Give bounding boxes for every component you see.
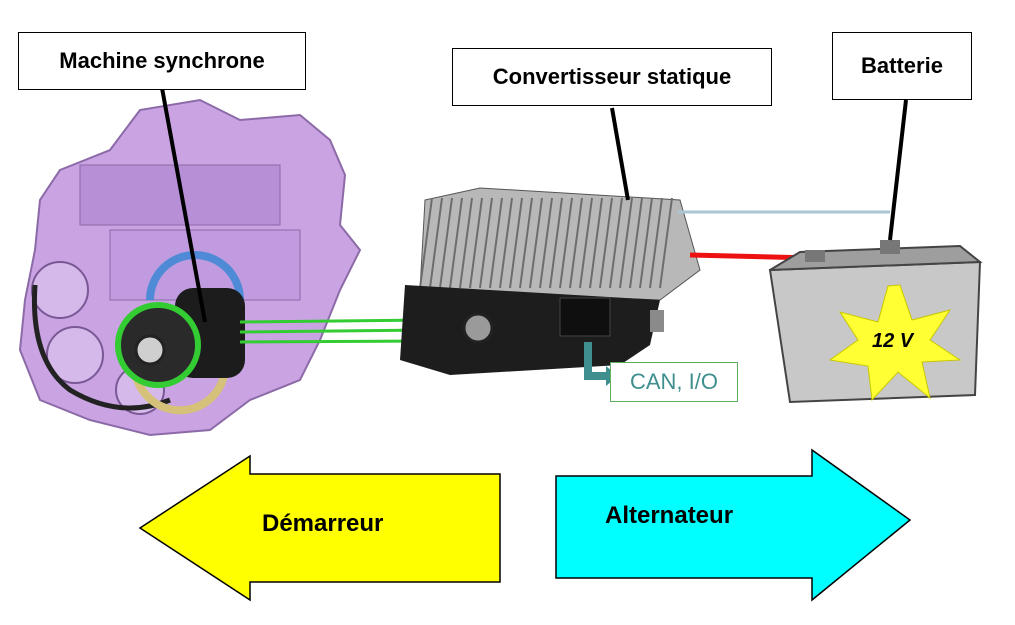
heatsink-fin bbox=[619, 197, 633, 289]
voltage-burst bbox=[828, 284, 962, 402]
heatsink-fin bbox=[579, 197, 593, 289]
heatsink-fin bbox=[419, 197, 433, 289]
heatsink-fin bbox=[499, 197, 513, 289]
heatsink-fin bbox=[589, 197, 603, 289]
demarreur-label: Démarreur bbox=[262, 510, 384, 537]
label-batterie: Batterie bbox=[832, 32, 972, 100]
battery-voltage-label: 12 V bbox=[872, 330, 914, 352]
static-converter bbox=[400, 187, 701, 375]
alternateur-arrow bbox=[555, 448, 912, 602]
label-can-io: CAN, I/O bbox=[610, 362, 738, 402]
heatsink-fin bbox=[509, 197, 523, 289]
heatsink-fin bbox=[549, 197, 563, 289]
label-machine-synchrone: Machine synchrone bbox=[18, 32, 306, 90]
heatsink-fin bbox=[599, 197, 613, 289]
heatsink-fin bbox=[649, 197, 663, 289]
heatsink-fin bbox=[539, 197, 553, 289]
pointer-lines bbox=[160, 87, 908, 323]
heatsink-fin bbox=[459, 197, 473, 289]
synchronous-machine bbox=[115, 251, 245, 415]
heatsink-fin bbox=[639, 197, 653, 289]
can-io-arrow bbox=[584, 342, 618, 386]
battery bbox=[768, 240, 983, 404]
heatsink-fin bbox=[569, 197, 583, 289]
heatsink-fin bbox=[439, 197, 453, 289]
heatsink-fin bbox=[559, 197, 573, 289]
label-convertisseur-statique: Convertisseur statique bbox=[452, 48, 772, 106]
heatsink-fin bbox=[469, 197, 483, 289]
alternateur-label: Alternateur bbox=[605, 502, 734, 529]
heatsink-fin bbox=[479, 197, 493, 289]
heatsink-fin bbox=[429, 197, 443, 289]
heatsink-fin bbox=[659, 197, 673, 289]
engine-illustration bbox=[18, 98, 362, 437]
heatsink-fin bbox=[489, 197, 503, 289]
heatsink-fin bbox=[529, 197, 543, 289]
heatsink-fin bbox=[519, 197, 533, 289]
heatsink-fin bbox=[609, 197, 623, 289]
demarreur-arrow bbox=[138, 454, 501, 602]
heatsink-fin bbox=[629, 197, 643, 289]
phase-wires bbox=[239, 318, 431, 344]
heatsink-fin bbox=[449, 197, 463, 289]
